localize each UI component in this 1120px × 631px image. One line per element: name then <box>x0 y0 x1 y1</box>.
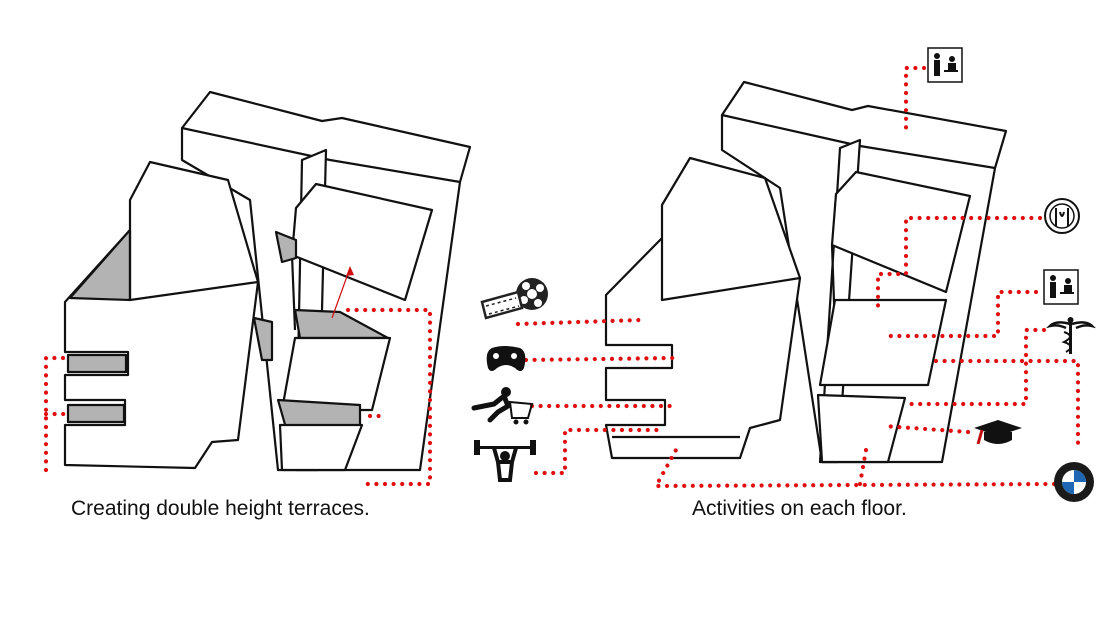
graduation-cap-icon <box>974 420 1022 445</box>
bmw-logo-icon <box>1054 462 1094 502</box>
left-lower-terrace <box>276 398 362 430</box>
right-main-block <box>604 156 802 460</box>
right-upper-box <box>830 170 972 294</box>
left-lower-box <box>278 423 364 472</box>
left-height-arrowhead <box>346 266 354 276</box>
connector-office-top <box>903 65 927 135</box>
connector-gym <box>533 427 663 476</box>
office-meeting-icon <box>927 47 963 83</box>
medical-caduceus-icon <box>1045 317 1097 354</box>
left-connector-right <box>345 307 433 487</box>
right-middle-box <box>818 298 948 387</box>
left-side-terrace-wedge <box>68 228 132 302</box>
connector-restaurant <box>875 215 1043 315</box>
connector-bmw-bottom-2 <box>857 447 869 487</box>
left-terrace-slot-1 <box>66 353 128 374</box>
caption-activities-each-floor: Activities on each floor. <box>692 497 907 520</box>
film-reel-icon <box>480 278 548 320</box>
left-building <box>63 90 472 472</box>
connector-cinema <box>515 317 643 327</box>
connector-office-mid <box>881 289 1039 339</box>
left-side-sliver-top <box>274 230 298 264</box>
connector-education <box>881 423 971 435</box>
connector-gaming <box>523 355 678 363</box>
office-meeting-icon <box>1043 269 1079 305</box>
right-lower-box <box>816 393 907 464</box>
left-side-sliver-mid <box>252 316 274 362</box>
left-height-arrow <box>331 267 351 319</box>
restaurant-icon <box>1044 198 1080 234</box>
caption-double-height-terraces: Creating double height terraces. <box>71 497 370 520</box>
left-connector-terraces <box>43 355 73 473</box>
shopping-cart-icon <box>471 387 534 425</box>
right-building <box>604 80 1008 464</box>
connector-medical <box>903 327 1047 407</box>
left-terrace-slot-2 <box>66 403 126 424</box>
weightlifter-icon <box>474 440 536 482</box>
left-middle-box <box>280 336 392 412</box>
game-controller-icon <box>486 346 526 371</box>
